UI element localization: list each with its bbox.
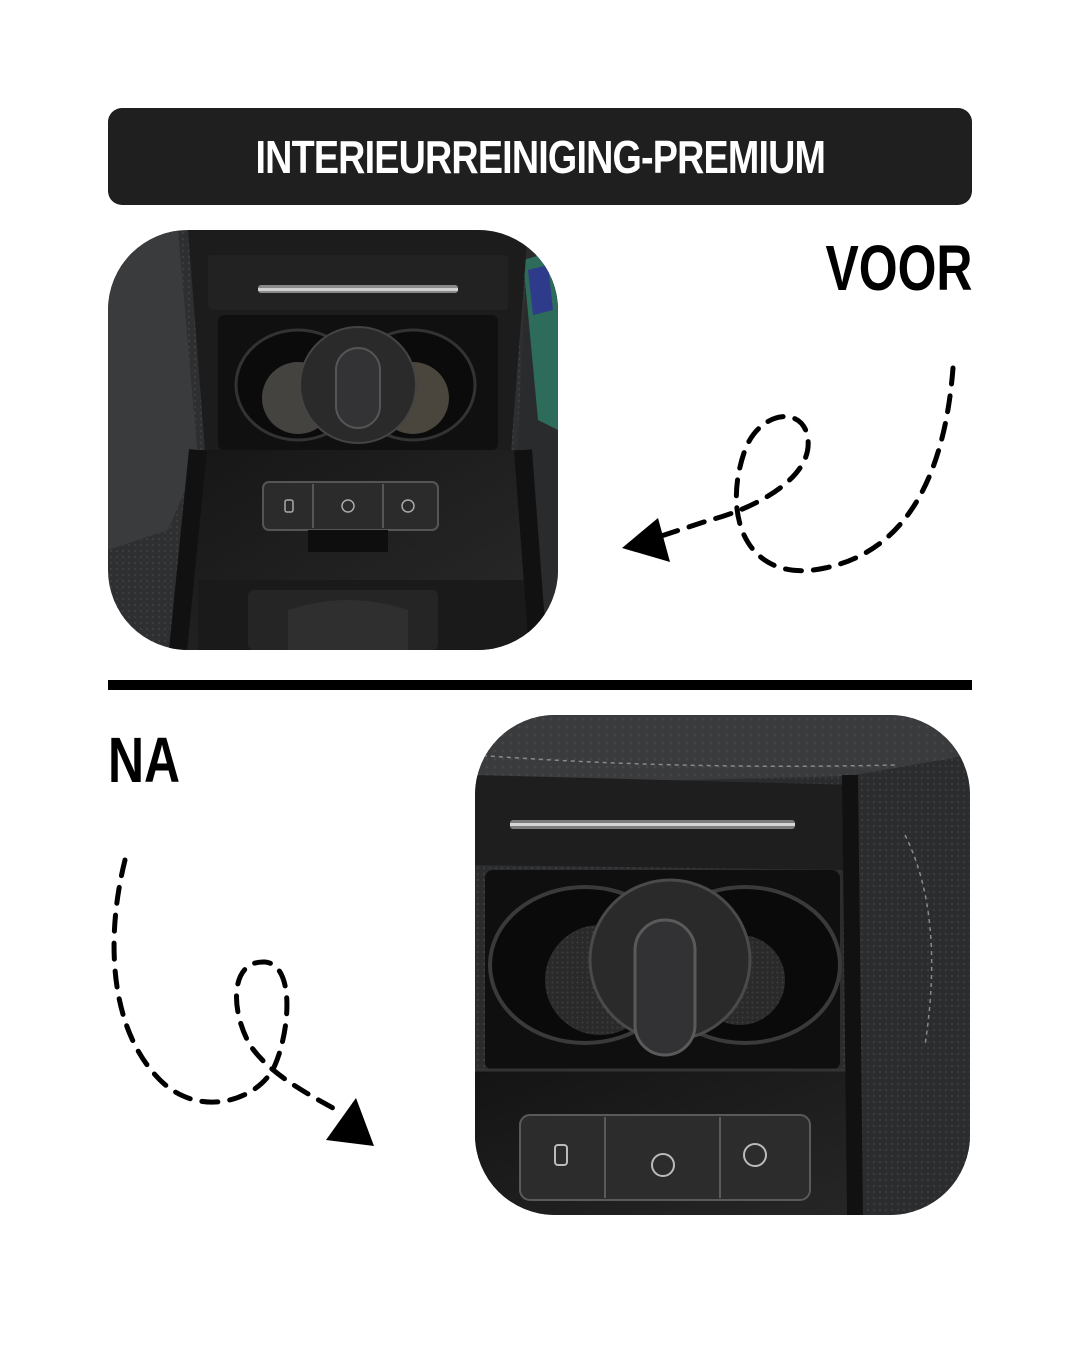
section-divider <box>108 680 972 690</box>
before-photo <box>108 230 558 650</box>
parking-brake-icon <box>651 1153 675 1177</box>
auto-hold-icon <box>743 1143 767 1167</box>
after-photo <box>475 715 970 1215</box>
after-label: NA <box>108 724 181 796</box>
before-label: VOOR <box>824 232 972 304</box>
dashed-arrow-icon <box>622 365 956 574</box>
title-bar: INTERIEURREINIGING-PREMIUM <box>108 108 972 205</box>
dashed-arrow-icon <box>111 857 374 1146</box>
page-title: INTERIEURREINIGING-PREMIUM <box>255 130 825 183</box>
lock-icon <box>554 1144 568 1166</box>
